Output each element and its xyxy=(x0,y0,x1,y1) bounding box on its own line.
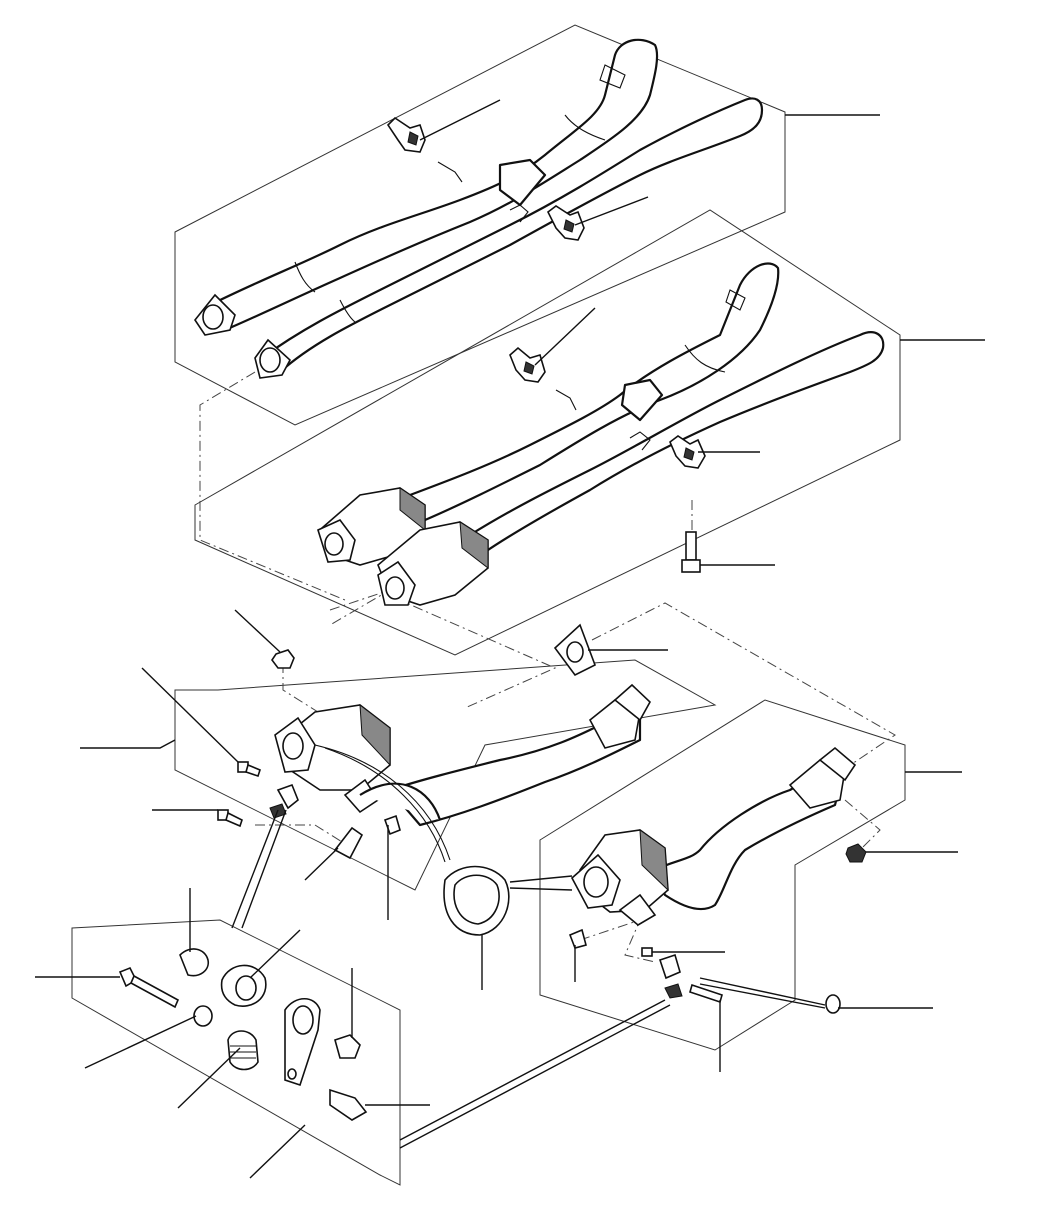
left-downpipe xyxy=(274,683,652,827)
leader-01 xyxy=(419,99,501,141)
frame-intermediate-pipe-assembly xyxy=(194,209,901,656)
alignment-line-7 xyxy=(255,824,356,851)
kit-washer xyxy=(193,1005,213,1027)
kit-top-hat-bushing xyxy=(334,1034,361,1059)
flange-gasket-triangular xyxy=(553,623,597,677)
leader-11 xyxy=(80,739,176,749)
alignment-line-4 xyxy=(591,602,896,771)
alignment-line-8 xyxy=(844,799,881,849)
frame-right-downpipe xyxy=(539,699,906,1051)
leader-30 xyxy=(699,977,826,1009)
kit-sleeve xyxy=(329,1088,368,1121)
intermediate-pipe-assembly xyxy=(317,262,885,606)
washer-right xyxy=(825,994,841,1014)
bolt-left-1 xyxy=(237,761,261,778)
mount-bushing-right xyxy=(641,947,683,999)
leader-09 xyxy=(234,609,281,653)
right-downpipe xyxy=(570,746,857,926)
kit-coil-bushing xyxy=(227,1030,259,1071)
alignment-line-3 xyxy=(394,597,557,709)
leader-21 xyxy=(177,1047,241,1109)
flange-rear-left-bore xyxy=(202,304,224,330)
alignment-line-1 xyxy=(199,371,346,601)
clip-right xyxy=(568,928,587,949)
bracket-left xyxy=(333,826,364,860)
downpipe-gasket xyxy=(443,865,510,936)
flange-rear-right-bore xyxy=(259,347,281,373)
alignment-line-6 xyxy=(282,663,319,713)
rubber-hanger-rear-1 xyxy=(386,116,426,153)
connection-curve xyxy=(314,744,451,861)
nut-right xyxy=(845,843,867,863)
leader-02 xyxy=(574,196,649,226)
leader-26 xyxy=(509,875,573,891)
frame-mounting-kit xyxy=(71,919,401,1186)
kit-rubber-grommet xyxy=(220,964,267,1007)
rear-pipe-assembly xyxy=(194,38,764,379)
frame-rear-pipe-assembly xyxy=(174,24,786,426)
alignment-line-2 xyxy=(329,589,391,626)
kit-long-bolt xyxy=(118,966,180,1009)
hanger-bolt xyxy=(681,531,701,573)
leader-24 xyxy=(249,1124,306,1179)
kit-flanged-bushing xyxy=(179,948,210,977)
nut-upper xyxy=(271,649,295,669)
alignment-line-9 xyxy=(579,919,656,963)
leader-25 xyxy=(399,999,671,1149)
clip-left xyxy=(383,814,401,836)
leader-18 xyxy=(249,929,301,979)
leader-16 xyxy=(231,809,287,929)
mount-bushing-left xyxy=(269,783,299,819)
leader-13 xyxy=(304,847,339,881)
bolt-left-2 xyxy=(217,809,243,828)
leader-04 xyxy=(534,307,596,366)
leader-20 xyxy=(84,1015,197,1069)
leader-10 xyxy=(141,667,239,763)
kit-mounting-bracket xyxy=(284,997,321,1087)
